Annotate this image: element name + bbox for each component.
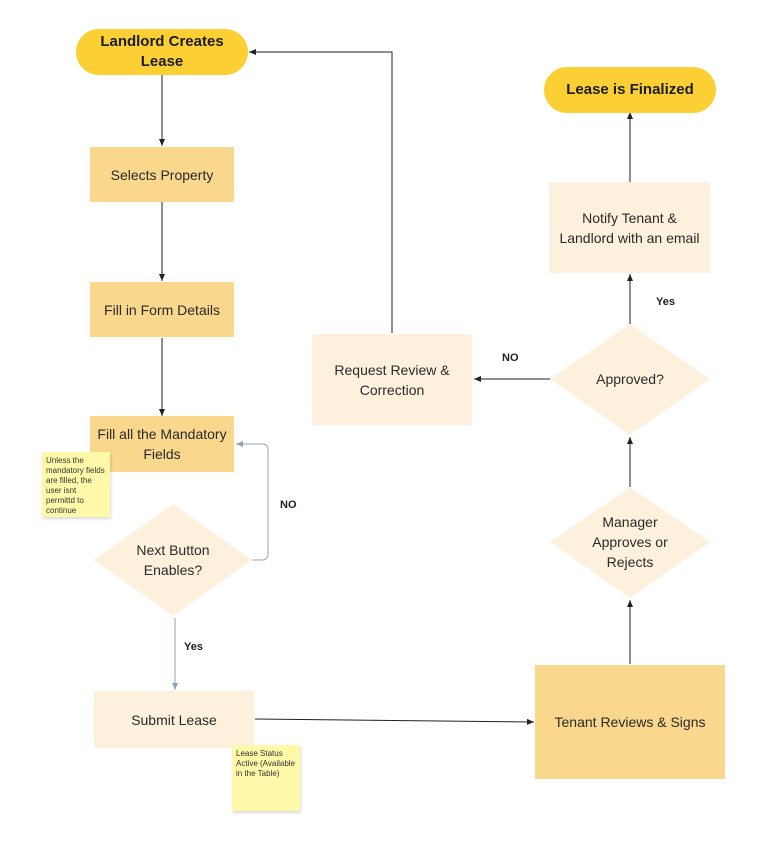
edge-submit-to-tenant — [254, 718, 535, 725]
approved-diamond — [550, 324, 710, 435]
node-lease-finalized: Lease is Finalized — [544, 67, 716, 113]
node-landlord-creates-lease: Landlord Creates Lease — [76, 29, 248, 75]
node-fill-mandatory-text: Fill all the Mandatory Fields — [97, 426, 227, 462]
node-next-button-text-wrap: Next Button Enables? — [118, 535, 228, 585]
node-manager-approves-text-wrap: Manager Approves or Rejects — [580, 512, 680, 572]
note-lease-status: Lease Status Active (Available in the Ta… — [232, 745, 300, 811]
node-request-review-text: Request Review & Correction — [334, 361, 450, 398]
node-manager-approves-text: Manager Approves or Rejects — [592, 514, 668, 570]
manager-diamond — [550, 487, 710, 598]
label-no-loop: NO — [280, 499, 297, 511]
node-tenant-reviews-text: Tenant Reviews & Signs — [554, 714, 706, 730]
node-notify: Notify Tenant & Landlord with an email — [549, 182, 710, 273]
node-submit-lease-text: Submit Lease — [131, 711, 217, 728]
label-yes-approved: Yes — [656, 296, 675, 308]
node-fill-form-details: Fill in Form Details — [90, 282, 234, 337]
node-fill-form-details-text: Fill in Form Details — [104, 301, 220, 318]
node-approved-text: Approved? — [596, 371, 664, 387]
edge-no-loop — [236, 441, 269, 561]
note-mandatory-text: Unless the mandatory fields are filled, … — [46, 456, 105, 515]
node-approved-text-wrap: Approved? — [580, 369, 680, 389]
label-no-approved: NO — [502, 352, 519, 364]
node-fill-mandatory: Fill all the Mandatory Fields — [90, 416, 234, 472]
node-selects-property: Selects Property — [90, 147, 234, 202]
node-tenant-reviews: Tenant Reviews & Signs — [535, 665, 725, 779]
label-yes-submit: Yes — [184, 641, 203, 653]
node-next-button-text: Next Button Enables? — [136, 542, 210, 578]
next-button-diamond — [94, 504, 252, 616]
note-mandatory: Unless the mandatory fields are filled, … — [42, 452, 110, 517]
node-selects-property-text: Selects Property — [110, 166, 214, 183]
note-lease-status-text: Lease Status Active (Available in the Ta… — [236, 749, 295, 778]
node-landlord-creates-lease-text: Landlord Creates Lease — [100, 33, 224, 70]
edge-request-to-create — [249, 49, 393, 333]
node-request-review: Request Review & Correction — [312, 334, 472, 425]
node-submit-lease: Submit Lease — [94, 691, 254, 748]
node-notify-text: Notify Tenant & Landlord with an email — [559, 209, 700, 246]
node-lease-finalized-text: Lease is Finalized — [566, 81, 694, 98]
